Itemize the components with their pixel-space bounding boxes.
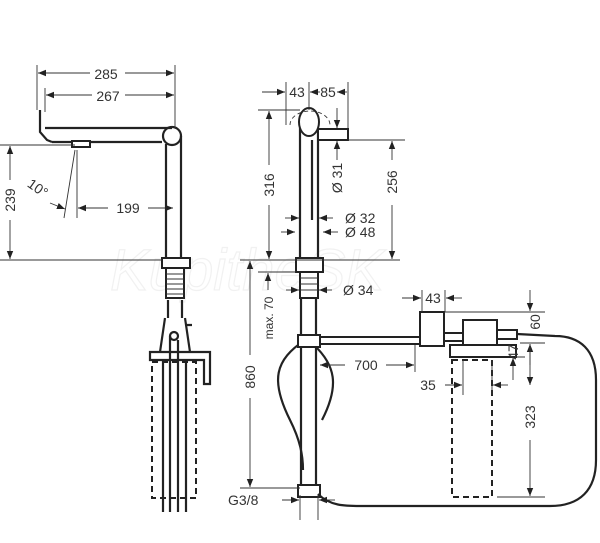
dim-60: 60 [527,314,543,330]
dim-316: 316 [261,173,277,197]
dim-max-70: max. 70 [262,296,276,339]
dim-323: 323 [522,405,538,429]
dim-35: 35 [420,377,436,393]
dim-267: 267 [96,88,120,104]
dim-256: 256 [384,170,400,194]
side-view: 285 267 239 10° 199 [0,65,212,512]
dim-860: 860 [242,365,258,389]
dim-47: 47 [505,344,521,360]
faucet-front-profile [276,107,349,498]
dim-dia-32: Ø 32 [345,210,376,226]
filter-dimensions: 43 60 47 35 323 [402,290,545,498]
front-dimensions: 43 85 316 256 Ø 31 Ø 32 Ø 48 Ø 34 max. 7… [228,82,416,520]
dim-43-left: 43 [289,84,305,100]
dim-85: 85 [320,84,336,100]
dim-285: 285 [94,66,118,82]
front-view: 43 85 316 256 Ø 31 Ø 32 Ø 48 Ø 34 max. 7… [228,82,416,520]
dim-g3-8: G3/8 [228,492,259,508]
dim-dia-31: Ø 31 [329,163,345,194]
filter-unit-drawing [317,311,598,508]
dim-43-valve: 43 [425,290,441,306]
watermark: KupitheSK [110,238,386,303]
filter-unit: 43 60 47 35 323 [317,290,598,508]
dim-199: 199 [116,200,140,216]
dim-angle: 10° [25,175,52,200]
faucet-side-profile [38,110,212,512]
dim-dia-48: Ø 48 [345,224,376,240]
dim-239: 239 [2,188,18,212]
dim-700: 700 [354,357,378,373]
side-dimensions: 285 267 239 10° 199 [0,65,176,261]
dim-dia-34: Ø 34 [343,282,374,298]
